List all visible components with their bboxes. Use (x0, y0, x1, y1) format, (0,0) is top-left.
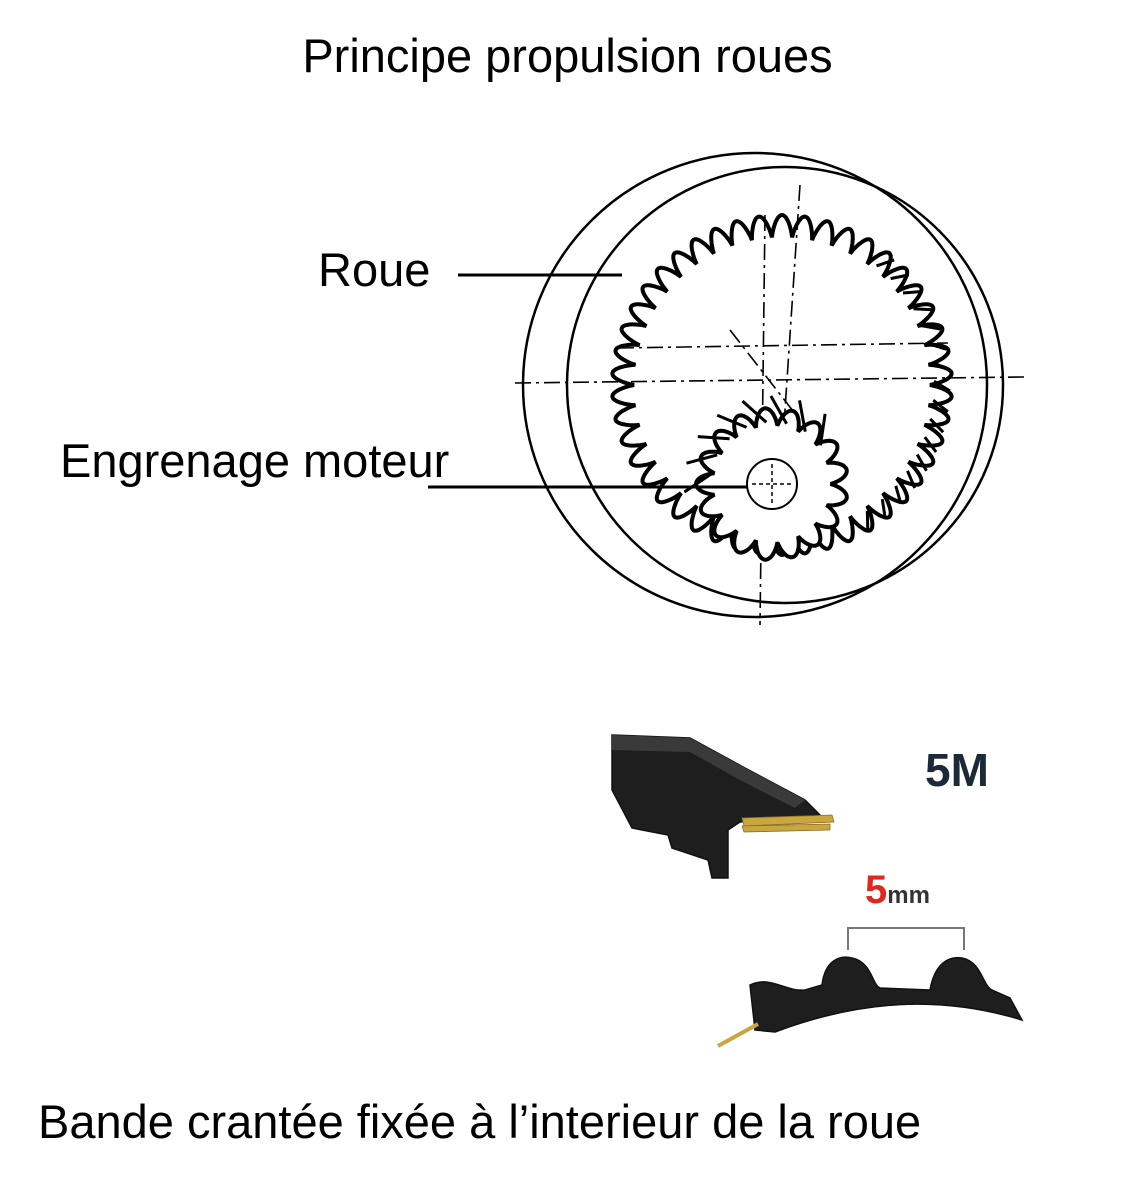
helix-mark (921, 324, 941, 331)
helix-mark (933, 379, 951, 393)
helix-mark (929, 417, 945, 434)
helix-mark (865, 510, 870, 530)
helix-mark (932, 399, 949, 413)
pinion-helix-mark (798, 400, 807, 432)
helix-mark (927, 342, 947, 351)
belt-profile-code: 5M (925, 744, 989, 796)
pinion-helix-mark (686, 453, 718, 465)
pinion-helix-mark (769, 395, 788, 425)
belt-pitch-label: 5mm (865, 866, 930, 920)
helix-mark (894, 485, 903, 505)
pinion-helix-mark (697, 435, 730, 441)
belt-cords (741, 814, 835, 833)
wheel-outer-rim (521, 151, 989, 619)
helix-mark (876, 258, 895, 268)
pinion-helix-mark (741, 399, 768, 424)
pinion-helix (683, 395, 827, 494)
belt-section-illustration (611, 734, 835, 879)
pitch-bracket (847, 927, 965, 950)
helix-mark (880, 498, 887, 518)
motor-gear-label: Engrenage moteur (60, 434, 450, 487)
ring-gear (610, 212, 954, 558)
helix-mark (915, 453, 928, 472)
belt-pitch-unit: mm (887, 882, 930, 909)
helix-mark (913, 307, 933, 312)
belt-caption: Bande crantée fixée à l’interieur de la … (38, 1095, 922, 1148)
helix-mark (902, 290, 922, 295)
pinion-helix-mark (819, 413, 827, 446)
wheel-label: Roue (318, 243, 431, 296)
helix-mark (923, 436, 938, 453)
wheel-inner-rim (565, 165, 1005, 605)
belt-profile-illustration (717, 927, 1024, 1048)
ring-gear-helix (865, 258, 951, 530)
pinion-helix-mark (716, 413, 748, 429)
helix-mark (906, 470, 917, 489)
pinion-shaft (746, 458, 798, 510)
helix-mark (931, 360, 950, 372)
pinion-helix-mark (683, 472, 712, 494)
helix-mark (890, 273, 910, 281)
diagram-title: Principe propulsion roues (302, 29, 833, 82)
belt-pitch-value: 5 (865, 868, 888, 912)
